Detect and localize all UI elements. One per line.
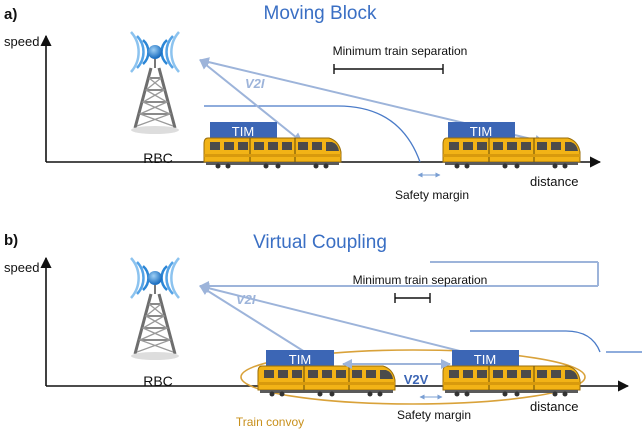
x-axis-label-b: distance	[530, 399, 578, 414]
y-axis-label-a: speed	[4, 34, 39, 49]
separation-bracket-a	[333, 64, 444, 74]
panel-b-title: Virtual Coupling	[253, 232, 387, 253]
safety-margin-label-b: Safety margin	[397, 408, 471, 422]
rbc-label-b: RBC	[143, 373, 173, 389]
y-axis-label-b: speed	[4, 260, 39, 275]
separation-label-a: Minimum train separation	[333, 44, 468, 58]
panel-b: b) Virtual Coupling speed distance RBC V…	[4, 232, 642, 429]
x-axis-label-a: distance	[530, 174, 578, 189]
tim-box-b1	[266, 350, 334, 368]
rbc-label-a: RBC	[143, 150, 173, 166]
panel-a: a) Moving Block speed distance RBC V2I M…	[4, 3, 602, 202]
tim-box-b2	[452, 350, 519, 368]
radio-tower-icon	[129, 30, 181, 136]
convoy-label: Train convoy	[236, 415, 304, 429]
convoy-ellipse	[240, 349, 586, 405]
braking-curve-b1	[470, 330, 601, 353]
train-icon	[203, 137, 342, 170]
train-icon	[442, 365, 581, 398]
panel-b-letter: b)	[4, 232, 18, 249]
train-icon	[257, 365, 396, 398]
separation-bracket-b	[394, 293, 431, 303]
tim-label-b1: TIM	[289, 352, 311, 367]
v2i-label-a: V2I	[245, 76, 265, 91]
tim-label-b2: TIM	[474, 352, 496, 367]
safety-margin-label-a: Safety margin	[395, 188, 469, 202]
v2i-label-b: V2I	[236, 292, 256, 307]
train-icon	[442, 137, 581, 170]
tim-box-a1	[210, 122, 277, 140]
v2v-label: V2V	[404, 372, 429, 387]
tim-label-a1: TIM	[232, 124, 254, 139]
panel-a-title: Moving Block	[264, 3, 377, 24]
separation-label-b: Minimum train separation	[353, 273, 488, 287]
tim-box-a2	[448, 122, 515, 140]
panel-a-letter: a)	[4, 6, 17, 23]
radio-tower-icon	[129, 256, 181, 362]
tim-label-a2: TIM	[470, 124, 492, 139]
